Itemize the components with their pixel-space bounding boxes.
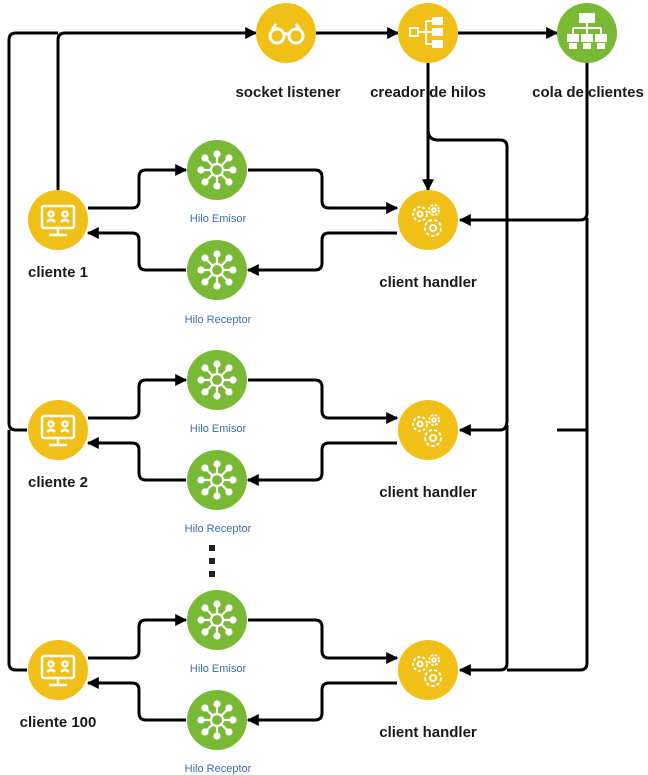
org-chart-icon — [567, 13, 607, 49]
hilo-emisor-label: Hilo Emisor — [190, 213, 247, 225]
client-handler-node[interactable] — [398, 640, 458, 700]
edge-creator-to-handler100 — [458, 425, 509, 676]
gears-icon — [412, 414, 442, 447]
gears-icon — [412, 654, 442, 687]
edge-client1-to-emisor — [88, 164, 188, 210]
edge-queue-to-handler1 — [458, 63, 589, 226]
creador-hilos-label: creador de hilos — [370, 84, 486, 101]
network-icon — [197, 150, 237, 190]
client-node[interactable] — [28, 190, 88, 250]
hilo-emisor-node[interactable] — [187, 350, 247, 410]
network-icon — [197, 460, 237, 500]
monitor-icon — [40, 414, 76, 447]
edge-emisor-to-handler2 — [248, 378, 399, 424]
hilo-receptor-label: Hilo Receptor — [185, 763, 252, 775]
edge-receptor-to-client100 — [86, 677, 186, 722]
client-handler-node[interactable] — [398, 190, 458, 250]
edge-emisor-to-handler1 — [248, 168, 399, 214]
connector-layer — [7, 27, 589, 726]
client-node[interactable] — [28, 400, 88, 460]
hilo-receptor-node[interactable] — [187, 450, 247, 510]
edge-creator-to-handler2 — [426, 129, 509, 436]
binoculars-icon — [268, 23, 305, 45]
edge-receptor-to-client2 — [86, 437, 186, 482]
client-label: cliente 2 — [28, 474, 88, 491]
socket-listener-node[interactable]: socket listener — [235, 3, 341, 101]
hilo-emisor-label: Hilo Emisor — [190, 663, 247, 675]
edge-queue-to-handler100 — [507, 425, 589, 672]
network-icon — [197, 700, 237, 740]
client-handler-node[interactable] — [398, 400, 458, 460]
socket-listener-label: socket listener — [235, 84, 340, 101]
client-node[interactable] — [28, 640, 88, 700]
monitor-icon — [40, 654, 76, 687]
client-label: cliente 100 — [20, 714, 97, 731]
client-group-1: cliente 1 Hilo Emisor — [28, 140, 477, 326]
hilo-emisor-node[interactable] — [187, 140, 247, 200]
edge-handler1-to-receptor — [246, 231, 397, 276]
hilo-receptor-node[interactable] — [187, 240, 247, 300]
edge-client100-to-listener — [7, 430, 27, 672]
edge-client1-to-listener — [56, 27, 258, 190]
hilo-receptor-node[interactable] — [187, 690, 247, 750]
edge-emisor-to-handler100 — [248, 618, 399, 664]
hilo-emisor-label: Hilo Emisor — [190, 423, 247, 435]
edge-handler100-to-receptor — [246, 681, 397, 726]
network-icon — [197, 600, 237, 640]
edge-receptor-to-client1 — [86, 227, 186, 272]
ellipsis-icon — [209, 545, 215, 577]
edge-handler2-to-receptor — [246, 441, 397, 486]
creador-hilos-node[interactable]: creador de hilos — [370, 3, 486, 101]
client-handler-label: client handler — [379, 274, 477, 291]
network-icon — [197, 360, 237, 400]
hilo-emisor-node[interactable] — [187, 590, 247, 650]
network-icon — [197, 250, 237, 290]
hierarchy-icon — [409, 17, 443, 48]
client-group-100: cliente 100 Hilo Emisor — [20, 590, 477, 775]
hilo-receptor-label: Hilo Receptor — [185, 523, 252, 535]
cola-clientes-node[interactable]: cola de clientes — [532, 3, 644, 101]
edge-queue-to-handler2 — [557, 218, 589, 432]
client-label: cliente 1 — [28, 264, 88, 281]
monitor-icon — [40, 204, 76, 237]
client-handler-label: client handler — [379, 724, 477, 741]
client-group-2: cliente 2 Hilo Emisor — [28, 350, 477, 535]
client-handler-label: client handler — [379, 484, 477, 501]
edge-client100-to-emisor — [88, 614, 188, 660]
edge-client2-to-listener — [7, 31, 58, 432]
edge-client2-to-emisor — [88, 374, 188, 420]
gears-icon — [412, 204, 442, 237]
hilo-receptor-label: Hilo Receptor — [185, 314, 252, 326]
cola-clientes-label: cola de clientes — [532, 84, 644, 101]
